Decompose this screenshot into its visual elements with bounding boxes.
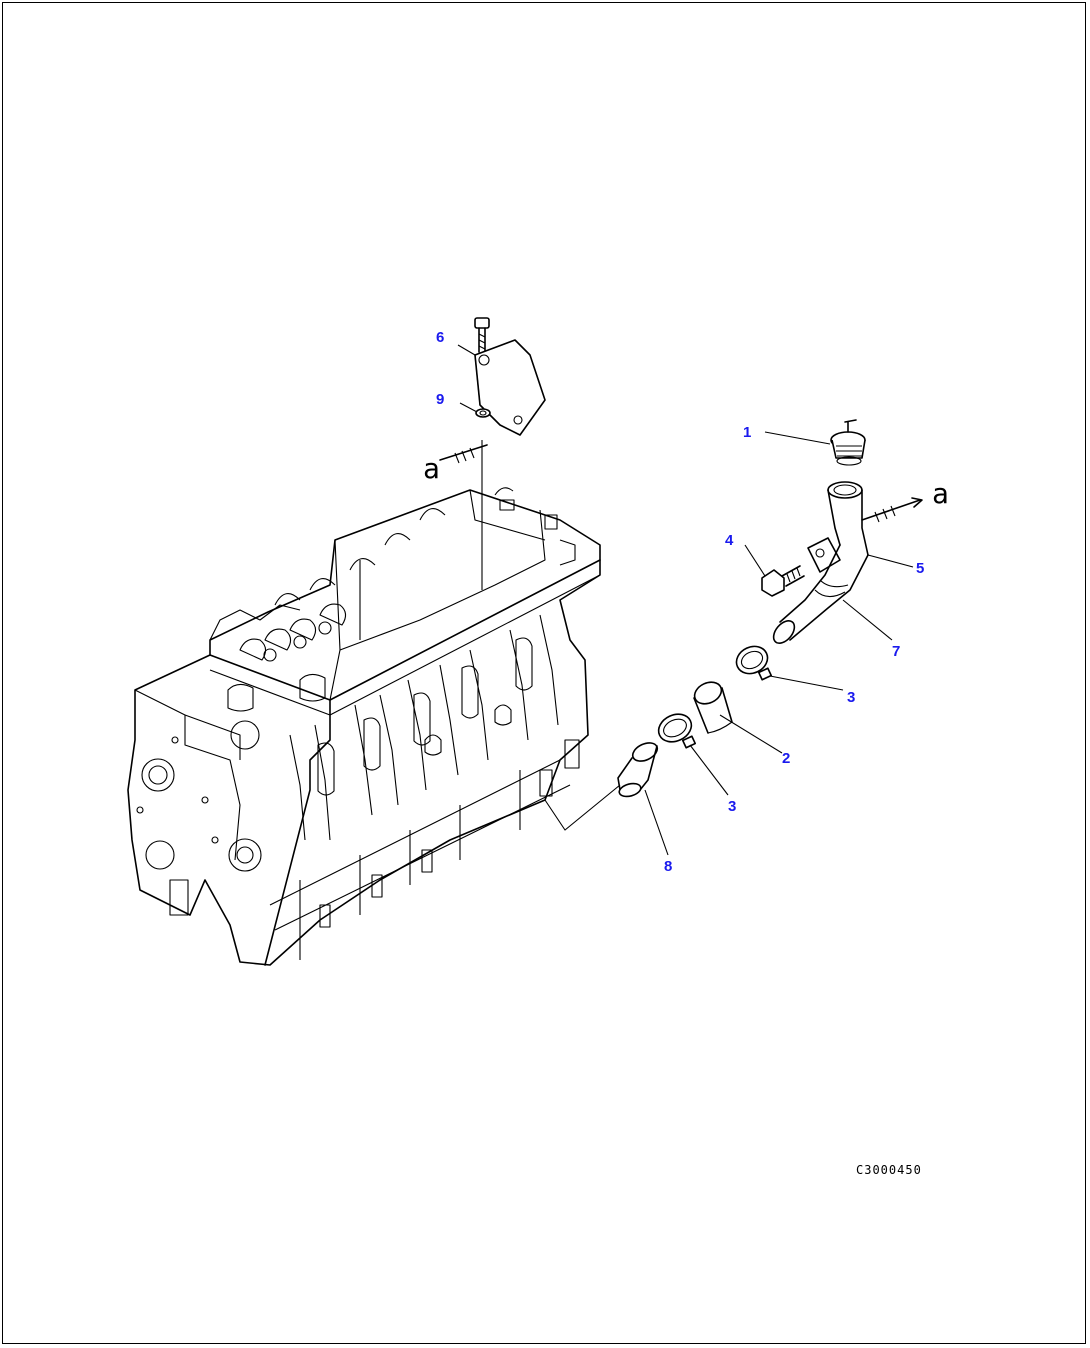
figure-code: C3000450 bbox=[856, 1163, 922, 1177]
connection-leader bbox=[544, 784, 621, 831]
callout-label: 7 bbox=[892, 643, 900, 660]
callout-label: 3 bbox=[847, 689, 855, 706]
bracket-assembly bbox=[439, 317, 546, 590]
hose-clamp-icon bbox=[657, 713, 697, 749]
callout-label: 1 bbox=[743, 424, 751, 441]
callout-label: 3 bbox=[728, 798, 736, 815]
leader-lines bbox=[457, 344, 914, 856]
thermostat-icon bbox=[830, 419, 866, 466]
bolt-icon bbox=[474, 317, 490, 353]
water-outlet-pipe bbox=[772, 481, 869, 645]
bolt-icon bbox=[761, 565, 805, 597]
water-pipe-icon bbox=[617, 742, 659, 798]
hose-clamp-icon bbox=[735, 645, 773, 681]
hose-icon bbox=[693, 681, 733, 734]
callout-label: 4 bbox=[725, 532, 734, 549]
reference-letter: a bbox=[932, 477, 949, 510]
washer-icon bbox=[475, 408, 491, 418]
engine-block bbox=[127, 487, 601, 966]
callout-label: 9 bbox=[436, 391, 444, 408]
callout-label: 5 bbox=[916, 560, 924, 577]
bracket-plate bbox=[474, 339, 546, 436]
callout-label: 8 bbox=[664, 858, 672, 875]
callout-label: 2 bbox=[782, 750, 790, 767]
reference-letter: a bbox=[423, 452, 440, 485]
callout-label: 6 bbox=[436, 329, 444, 346]
